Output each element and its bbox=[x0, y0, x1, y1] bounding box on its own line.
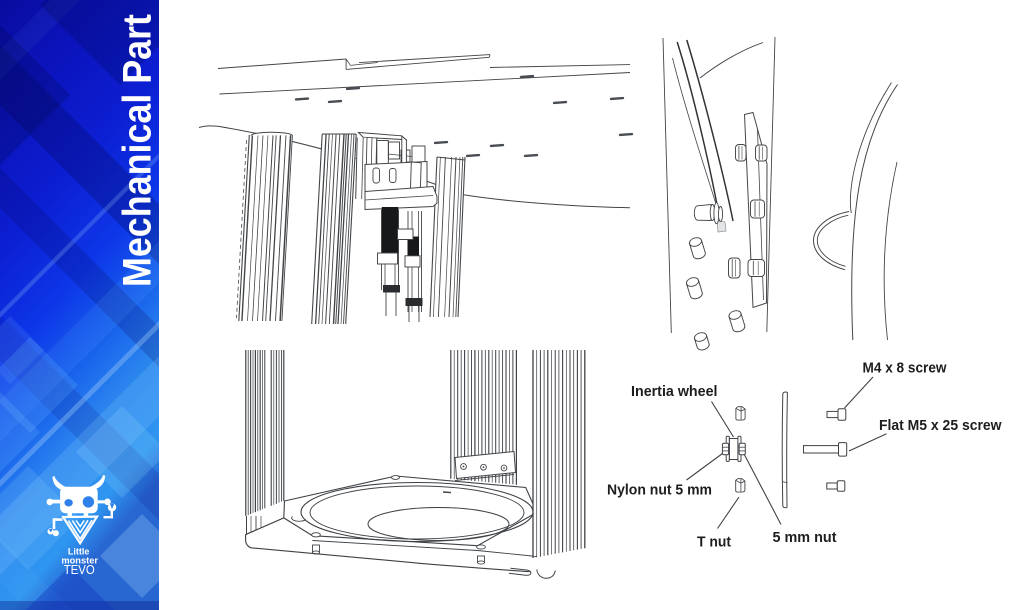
svg-text:Mechanical Part: Mechanical Part bbox=[116, 14, 160, 287]
svg-text:M4 x 8 screw: M4 x 8 screw bbox=[863, 360, 948, 376]
svg-text:Little: Little bbox=[68, 546, 90, 556]
svg-text:T nut: T nut bbox=[697, 535, 731, 551]
svg-text:5 mm nut: 5 mm nut bbox=[773, 530, 837, 546]
svg-text:Nylon nut 5 mm: Nylon nut 5 mm bbox=[607, 482, 712, 498]
svg-text:Flat M5 x 25 screw: Flat M5 x 25 screw bbox=[879, 418, 1002, 434]
svg-text:TEVO: TEVO bbox=[64, 563, 95, 577]
svg-text:monster: monster bbox=[61, 556, 98, 566]
svg-text:Inertia wheel: Inertia wheel bbox=[631, 384, 718, 400]
